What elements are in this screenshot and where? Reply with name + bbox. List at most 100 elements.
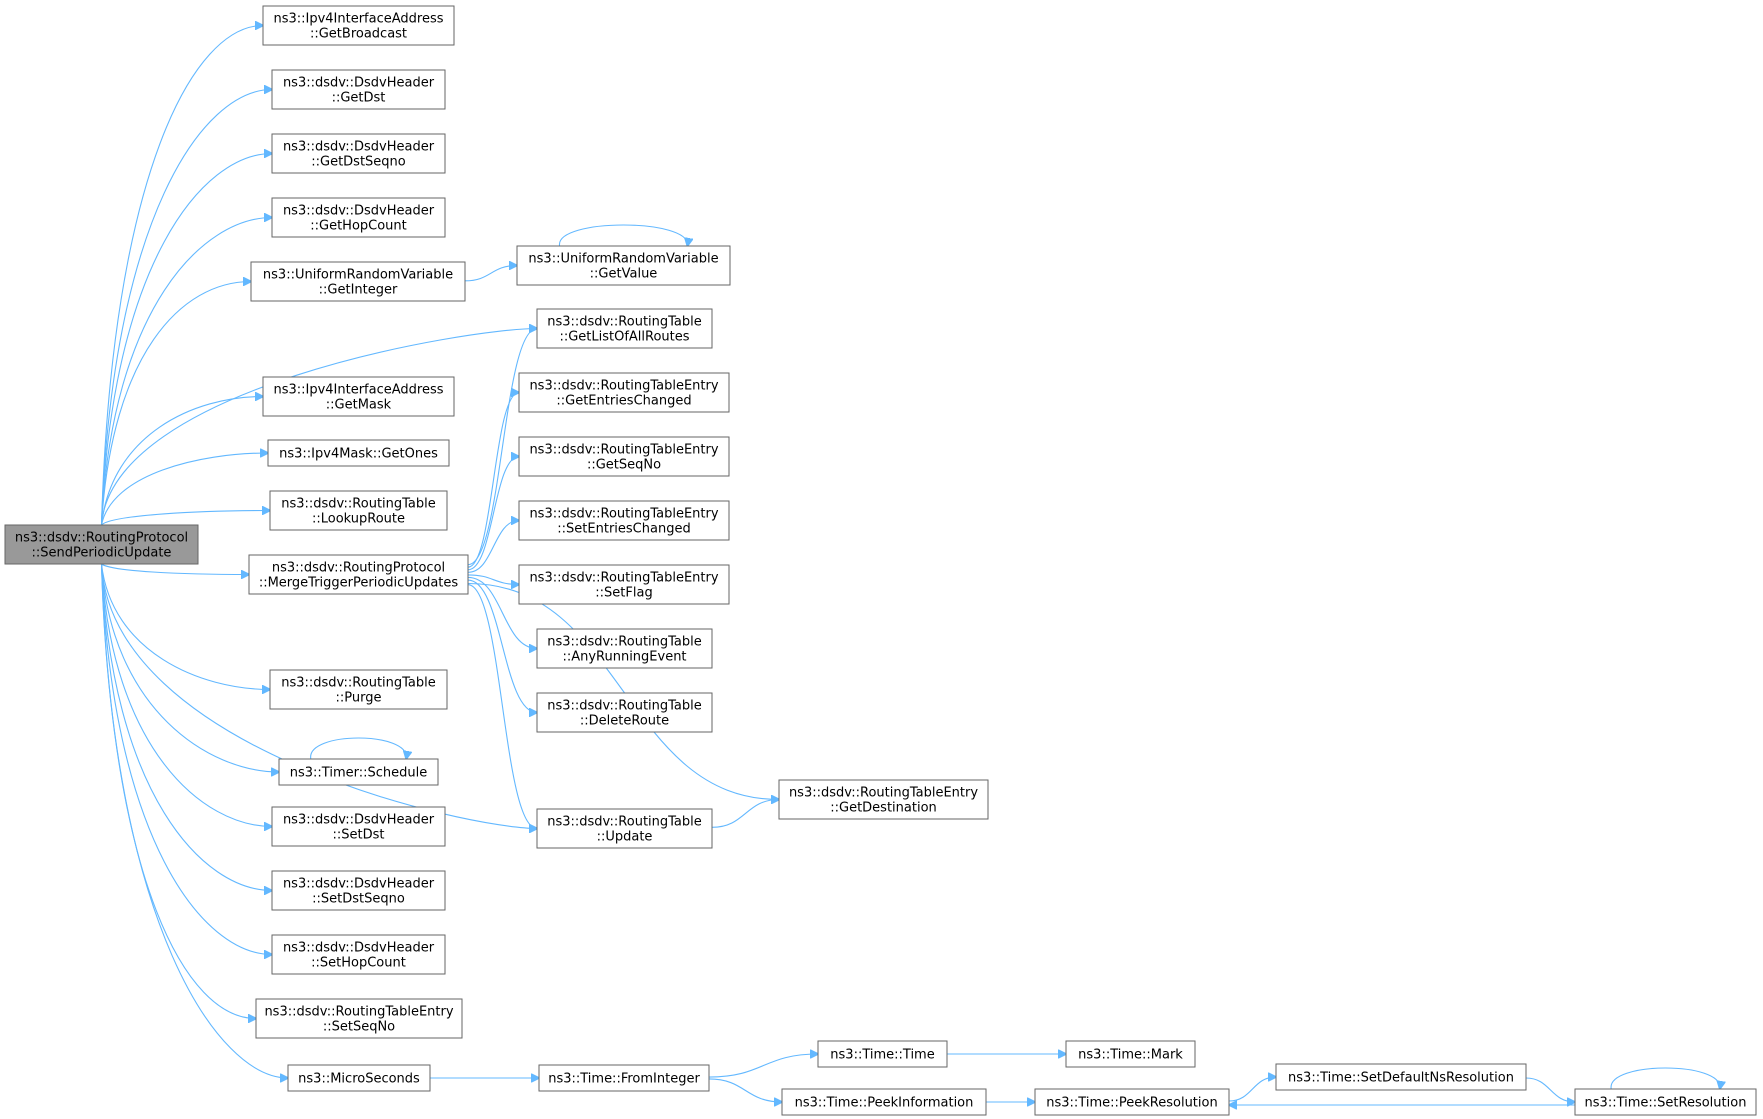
- node-label-line: ::SetEntriesChanged: [557, 522, 690, 537]
- node-timeTime[interactable]: ns3::Time::Time: [817, 1040, 948, 1068]
- node-label-line: ns3::Ipv4Mask::GetOnes: [279, 447, 438, 462]
- node-label-line: ns3::Ipv4InterfaceAddress: [273, 12, 443, 27]
- edge-mergeTrigger-to-update: [467, 584, 537, 829]
- node-getDstSeqno[interactable]: ns3::dsdv::DsdvHeader::GetDstSeqno: [271, 133, 446, 174]
- node-setFlag[interactable]: ns3::dsdv::RoutingTableEntry::SetFlag: [518, 564, 730, 605]
- node-label-line: ns3::dsdv::RoutingTableEntry: [529, 379, 718, 394]
- node-setResolution[interactable]: ns3::Time::SetResolution: [1574, 1088, 1757, 1116]
- node-box: [781, 1088, 987, 1116]
- node-peekInformation[interactable]: ns3::Time::PeekInformation: [781, 1088, 987, 1116]
- edge-root-to-setDst: [100, 563, 273, 827]
- node-label-line: ns3::dsdv::DsdvHeader: [283, 813, 435, 828]
- node-label-line: ::GetDstSeqno: [311, 155, 406, 170]
- node-label-line: ::SetDstSeqno: [312, 892, 405, 907]
- edge-root-to-lookupRoute: [101, 511, 271, 526]
- node-peekResolution[interactable]: ns3::Time::PeekResolution: [1034, 1088, 1230, 1116]
- edge-mergeTrigger-to-getEntriesChanged: [467, 393, 519, 568]
- node-box: [518, 372, 730, 413]
- node-box: [271, 806, 446, 847]
- edge-mergeTrigger-to-getDestination: [467, 582, 779, 800]
- node-getValue[interactable]: ns3::UniformRandomVariable::GetValue: [516, 245, 731, 286]
- node-lookupRoute[interactable]: ns3::dsdv::RoutingTable::LookupRoute: [269, 490, 448, 531]
- edge-mergeTrigger-to-deleteRoute: [467, 579, 537, 712]
- node-box: [536, 628, 713, 669]
- node-setDefaultNsResolution[interactable]: ns3::Time::SetDefaultNsResolution: [1275, 1063, 1527, 1091]
- node-box: [250, 261, 466, 302]
- node-box: [271, 870, 446, 911]
- node-label-line: ::AnyRunningEvent: [562, 650, 686, 665]
- node-label-line: ::GetInteger: [319, 283, 398, 298]
- edge-root-to-getInteger: [100, 282, 252, 526]
- node-label-line: ::Purge: [336, 691, 382, 706]
- edge-fromInteger-to-timeTime: [708, 1054, 818, 1078]
- edge-root-to-setDstSeqno: [100, 563, 273, 891]
- node-getEntriesChanged[interactable]: ns3::dsdv::RoutingTableEntry::GetEntries…: [518, 372, 730, 413]
- edge-root-to-getOnes: [100, 453, 269, 526]
- node-mergeTrigger[interactable]: ns3::dsdv::RoutingProtocol::MergeTrigger…: [248, 554, 469, 595]
- node-box: [271, 69, 446, 110]
- node-label-line: ns3::Time::PeekInformation: [795, 1096, 974, 1111]
- edge-mergeTrigger-to-anyRunningEvent: [467, 576, 537, 648]
- node-getListOfAllRoutes[interactable]: ns3::dsdv::RoutingTable::GetListOfAllRou…: [536, 308, 713, 349]
- edge-mergeTrigger-to-getListOfAllRoutes: [467, 329, 537, 566]
- node-label-line: ns3::dsdv::RoutingTable: [547, 635, 702, 650]
- node-setDst[interactable]: ns3::dsdv::DsdvHeader::SetDst: [271, 806, 446, 847]
- node-label-line: ::SetHopCount: [311, 956, 406, 971]
- node-setSeqNo[interactable]: ns3::dsdv::RoutingTableEntry::SetSeqNo: [255, 998, 463, 1039]
- node-box: [269, 669, 448, 710]
- node-box: [287, 1064, 431, 1092]
- node-getSeqNo[interactable]: ns3::dsdv::RoutingTableEntry::GetSeqNo: [518, 436, 730, 477]
- node-anyRunningEvent[interactable]: ns3::dsdv::RoutingTable::AnyRunningEvent: [536, 628, 713, 669]
- edge-root-to-microSeconds: [100, 563, 289, 1078]
- node-getDestination[interactable]: ns3::dsdv::RoutingTableEntry::GetDestina…: [778, 779, 989, 820]
- node-getInteger[interactable]: ns3::UniformRandomVariable::GetInteger: [250, 261, 466, 302]
- node-label-line: ::SetFlag: [595, 586, 652, 601]
- node-label-line: ::GetHopCount: [310, 219, 407, 234]
- node-schedule[interactable]: ns3::Timer::Schedule: [278, 758, 439, 786]
- node-box: [262, 376, 455, 417]
- node-update[interactable]: ns3::dsdv::RoutingTable::Update: [536, 808, 713, 849]
- node-label-line: ::GetDst: [332, 91, 386, 106]
- edge-root-to-getDstSeqno: [100, 154, 273, 526]
- node-label-line: ns3::dsdv::DsdvHeader: [283, 941, 435, 956]
- node-getDst[interactable]: ns3::dsdv::DsdvHeader::GetDst: [271, 69, 446, 110]
- node-setHopCount[interactable]: ns3::dsdv::DsdvHeader::SetHopCount: [271, 934, 446, 975]
- node-box: [4, 524, 199, 565]
- node-label-line: ::SetSeqNo: [323, 1020, 395, 1035]
- node-label-line: ns3::dsdv::RoutingTable: [547, 699, 702, 714]
- node-setEntriesChanged[interactable]: ns3::dsdv::RoutingTableEntry::SetEntries…: [518, 500, 730, 541]
- node-fromInteger[interactable]: ns3::Time::FromInteger: [538, 1064, 710, 1092]
- node-box: [278, 758, 439, 786]
- node-getMask[interactable]: ns3::Ipv4InterfaceAddress::GetMask: [262, 376, 455, 417]
- node-microSeconds[interactable]: ns3::MicroSeconds: [287, 1064, 431, 1092]
- node-box: [271, 197, 446, 238]
- node-root[interactable]: ns3::dsdv::RoutingProtocol::SendPeriodic…: [4, 524, 199, 565]
- node-setDstSeqno[interactable]: ns3::dsdv::DsdvHeader::SetDstSeqno: [271, 870, 446, 911]
- node-label-line: ns3::dsdv::RoutingTable: [547, 815, 702, 830]
- node-label-line: ::GetMask: [326, 398, 392, 413]
- node-box: [516, 245, 731, 286]
- node-label-line: ns3::dsdv::RoutingTableEntry: [529, 443, 718, 458]
- node-label-line: ns3::Time::Mark: [1078, 1048, 1183, 1063]
- node-purge[interactable]: ns3::dsdv::RoutingTable::Purge: [269, 669, 448, 710]
- node-box: [538, 1064, 710, 1092]
- node-mark[interactable]: ns3::Time::Mark: [1065, 1040, 1196, 1068]
- node-box: [248, 554, 469, 595]
- node-getBroadcast[interactable]: ns3::Ipv4InterfaceAddress::GetBroadcast: [262, 5, 455, 46]
- node-deleteRoute[interactable]: ns3::dsdv::RoutingTable::DeleteRoute: [536, 692, 713, 733]
- node-label-line: ::GetValue: [590, 267, 658, 282]
- node-label-line: ns3::dsdv::RoutingTableEntry: [264, 1005, 453, 1020]
- node-getOnes[interactable]: ns3::Ipv4Mask::GetOnes: [267, 439, 450, 467]
- edge-root-to-getDst: [100, 90, 273, 526]
- node-getHopCount[interactable]: ns3::dsdv::DsdvHeader::GetHopCount: [271, 197, 446, 238]
- edge-root-to-schedule: [100, 563, 280, 772]
- edge-root-to-getBroadcast: [100, 26, 264, 526]
- node-box: [778, 779, 989, 820]
- node-box: [518, 436, 730, 477]
- edge-root-to-getListOfAllRoutes: [100, 329, 538, 526]
- node-label-line: ns3::dsdv::DsdvHeader: [283, 140, 435, 155]
- edge-root-to-purge: [100, 563, 271, 690]
- node-label-line: ns3::dsdv::RoutingTable: [547, 315, 702, 330]
- node-label-line: ::GetEntriesChanged: [556, 394, 691, 409]
